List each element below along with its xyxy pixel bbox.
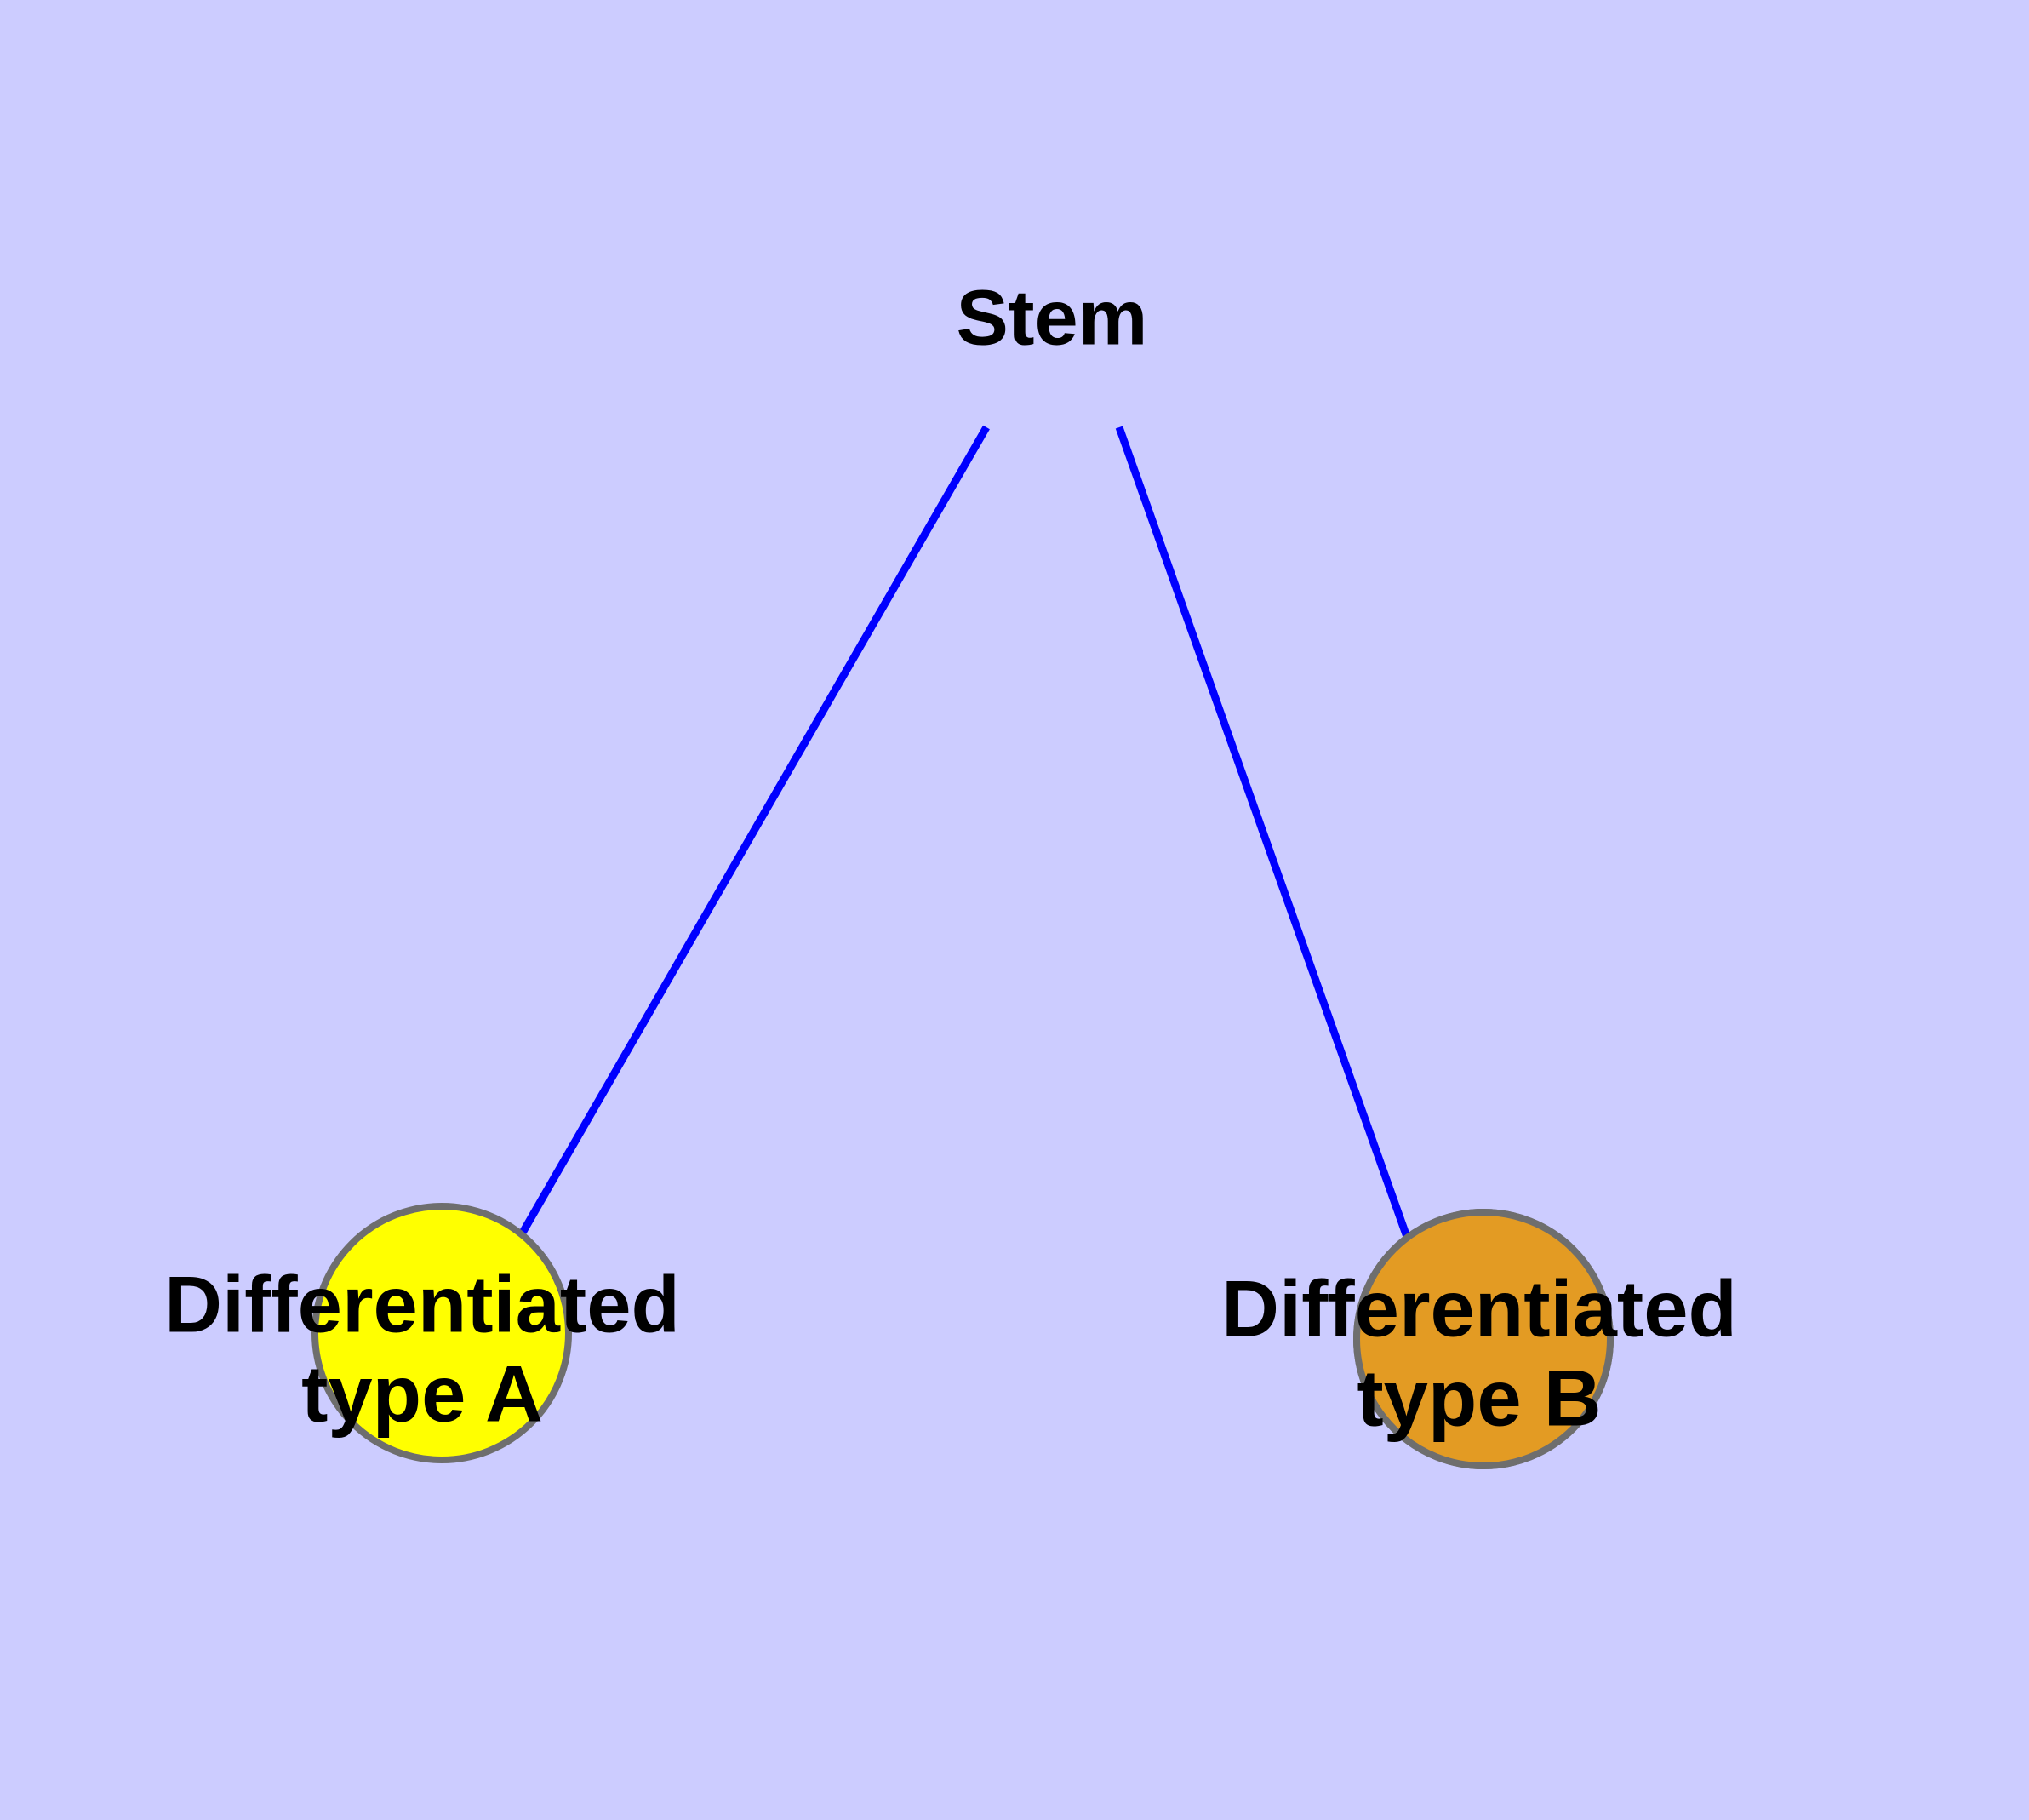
edge-layer	[519, 425, 1411, 1239]
edge-stem-to-type-b[interactable]	[1115, 426, 1411, 1239]
node-layer	[311, 1203, 1614, 1469]
node-stem[interactable]	[311, 1203, 572, 1463]
node-differentiated-type-b[interactable]	[1353, 1209, 1614, 1469]
edge-stem-to-type-a[interactable]	[519, 425, 990, 1235]
